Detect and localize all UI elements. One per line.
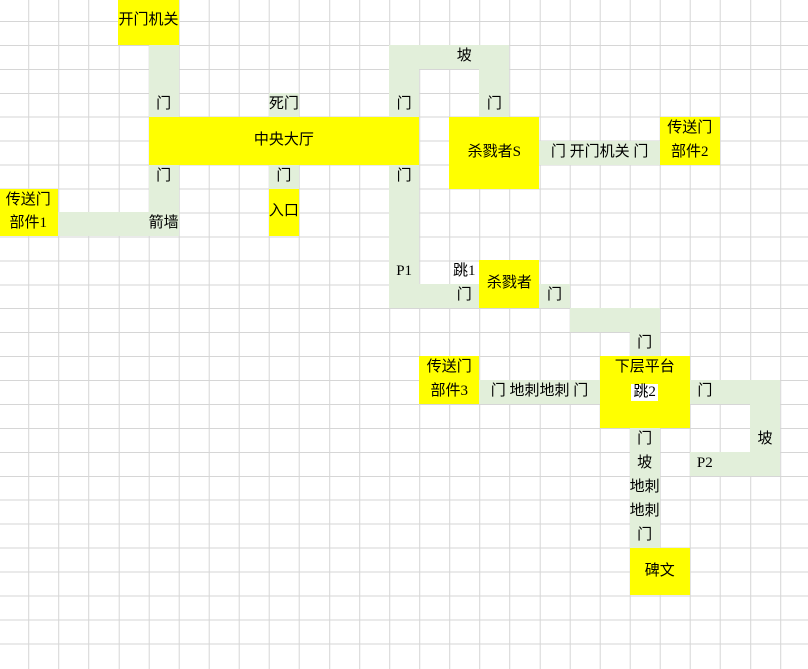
path-door-before-slayer: 门	[449, 284, 480, 309]
room-slayer-s: 杀戮者S	[449, 116, 540, 189]
path-door-below-hall-mid: 门	[268, 164, 299, 189]
path-right-corridor	[719, 380, 780, 404]
room-portal-part-2: 传送门 部件2	[659, 116, 720, 165]
room-entrance: 入口	[268, 188, 299, 237]
path-left-vertical	[148, 188, 179, 213]
path-mid-vertical-above-hall	[389, 68, 420, 93]
path-arrow-wall-corridor	[58, 212, 149, 237]
label-jump-1: 跳1	[453, 263, 476, 280]
path-door-right-of-platform: 门	[689, 380, 720, 404]
room-door-trigger: 开门机关	[118, 0, 179, 45]
label-lower-platform: 下层平台	[614, 359, 675, 376]
path-right-vertical	[749, 403, 780, 428]
path-door-above-platform: 门	[629, 332, 660, 357]
path-p2: P2	[689, 451, 720, 476]
room-stele: 碑文	[629, 547, 690, 596]
path-door-above-hall-right: 门	[389, 92, 420, 117]
path-spikes-1: 地刺	[629, 475, 660, 500]
path-slope-right: 坡	[749, 427, 780, 452]
path-slope-top: 坡	[449, 44, 480, 69]
path-slope-top-corridor	[389, 44, 450, 69]
label-jump-2-text: 跳2	[631, 383, 658, 401]
room-slayer: 杀戮者	[479, 260, 540, 309]
path-door-below-platform: 门	[629, 427, 660, 452]
path-p1: P1	[389, 260, 420, 285]
label-jump-2: 跳2	[630, 380, 660, 404]
path-door-trigger-corridor: 门 开门机关 门	[539, 140, 660, 165]
path-door-below-hall-left: 门	[148, 164, 179, 189]
path-vertical-above-slayer-s	[479, 68, 510, 93]
path-p1-corridor	[389, 284, 450, 309]
path-door-after-slayer: 门	[539, 284, 570, 309]
path-arrow-wall: 箭墙	[148, 212, 179, 237]
path-spikes-2: 地刺	[629, 499, 660, 524]
path-mid-vertical	[389, 188, 420, 261]
room-central-hall: 中央大厅	[148, 116, 420, 165]
path-top-left-vertical	[148, 44, 179, 93]
path-door-above-hall-left: 门	[148, 92, 179, 117]
path-step-corridor	[569, 308, 660, 333]
path-slope-below-platform: 坡	[629, 451, 660, 476]
path-door-above-stele: 门	[629, 523, 660, 548]
room-portal-part-3: 传送门 部件3	[419, 356, 480, 404]
room-portal-part-1: 传送门 部件1	[0, 188, 59, 237]
path-spike-corridor: 门 地刺地刺 门	[479, 380, 600, 404]
path-p2-corridor	[719, 451, 780, 476]
path-slope-top-right	[479, 44, 510, 69]
path-dead-door: 死门	[268, 92, 299, 117]
path-door-below-hall-right: 门	[389, 164, 420, 189]
path-door-above-slayer-s: 门	[479, 92, 510, 117]
